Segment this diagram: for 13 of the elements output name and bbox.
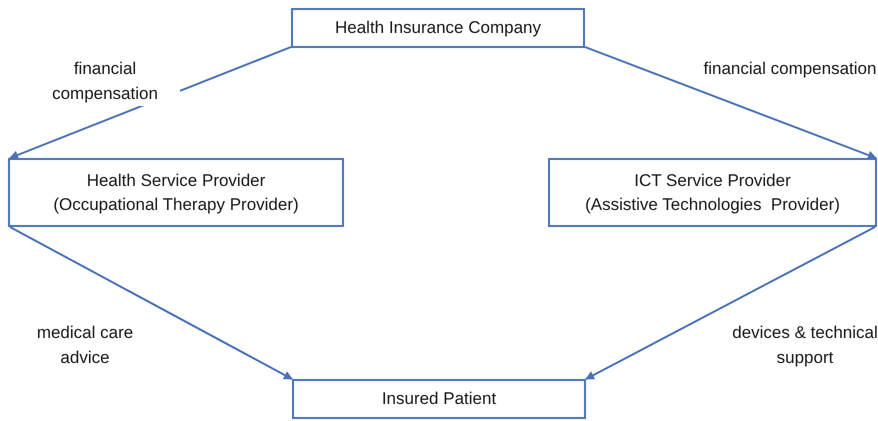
node-text: ICT Service Provider bbox=[634, 170, 791, 192]
node-text: Insured Patient bbox=[382, 388, 496, 410]
node-text: Health Insurance Company bbox=[334, 17, 541, 39]
entity-box bbox=[548, 158, 877, 227]
arrow bbox=[585, 226, 876, 380]
node-text: (Occupational Therapy Provider) bbox=[53, 194, 299, 216]
node-text: (Assistive Technologies Provider) bbox=[585, 194, 840, 216]
entity-box bbox=[292, 379, 586, 419]
node-text: Health Service Provider bbox=[86, 170, 266, 192]
arrow bbox=[584, 46, 877, 160]
entity-box bbox=[8, 158, 344, 227]
entity-box bbox=[291, 8, 585, 48]
arrow bbox=[10, 226, 293, 380]
